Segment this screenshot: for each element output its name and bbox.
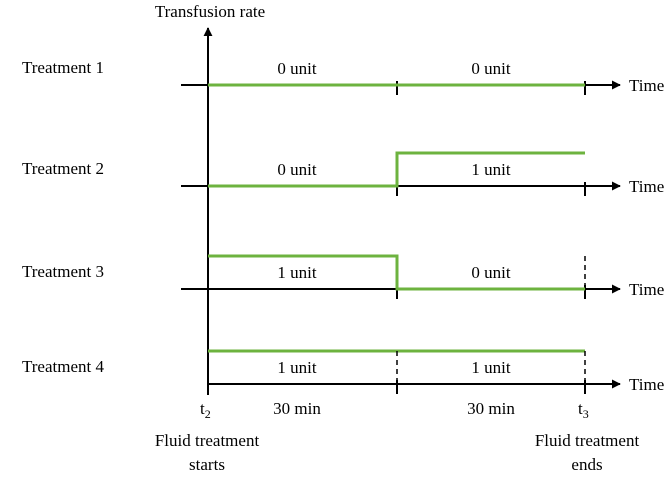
treatment-row-2: Treatment 2 Time 0 unit 1 unit: [22, 151, 664, 196]
treatment-name: Treatment 3: [22, 262, 104, 281]
treatment-name: Treatment 2: [22, 159, 104, 178]
duration-1: 30 min: [273, 399, 321, 418]
time-label: Time: [629, 177, 664, 196]
period-1-label: 1 unit: [277, 358, 316, 377]
start-caption-line2: starts: [189, 455, 225, 474]
y-axis-label: Transfusion rate: [155, 2, 265, 21]
time-label: Time: [629, 375, 664, 394]
period-2-label: 1 unit: [471, 358, 510, 377]
end-caption-line2: ends: [571, 455, 602, 474]
start-caption-line1: Fluid treatment: [155, 431, 260, 450]
treatment-name: Treatment 1: [22, 58, 104, 77]
end-caption-line1: Fluid treatment: [535, 431, 640, 450]
period-1-label: 1 unit: [277, 263, 316, 282]
period-2-label: 1 unit: [471, 160, 510, 179]
bottom-axis: t2 t3 30 min 30 min Fluid treatment star…: [155, 399, 640, 474]
time-label: Time: [629, 280, 664, 299]
rate-step-line: [208, 254, 585, 291]
period-2-label: 0 unit: [471, 59, 510, 78]
rate-step-line: [208, 151, 585, 188]
treatment-name: Treatment 4: [22, 357, 105, 376]
treatment-row-1: Treatment 1 Time 0 unit 0 unit: [22, 58, 664, 95]
time-label: Time: [629, 76, 664, 95]
t-end-label: t3: [578, 399, 589, 421]
period-2-label: 0 unit: [471, 263, 510, 282]
period-1-label: 0 unit: [277, 59, 316, 78]
treatment-row-3: Treatment 3 Time 1 unit 0 unit: [22, 254, 664, 299]
t-start-label: t2: [200, 399, 211, 421]
duration-2: 30 min: [467, 399, 515, 418]
period-1-label: 0 unit: [277, 160, 316, 179]
treatment-row-4: Treatment 4 Time 1 unit 1 unit: [22, 349, 664, 394]
